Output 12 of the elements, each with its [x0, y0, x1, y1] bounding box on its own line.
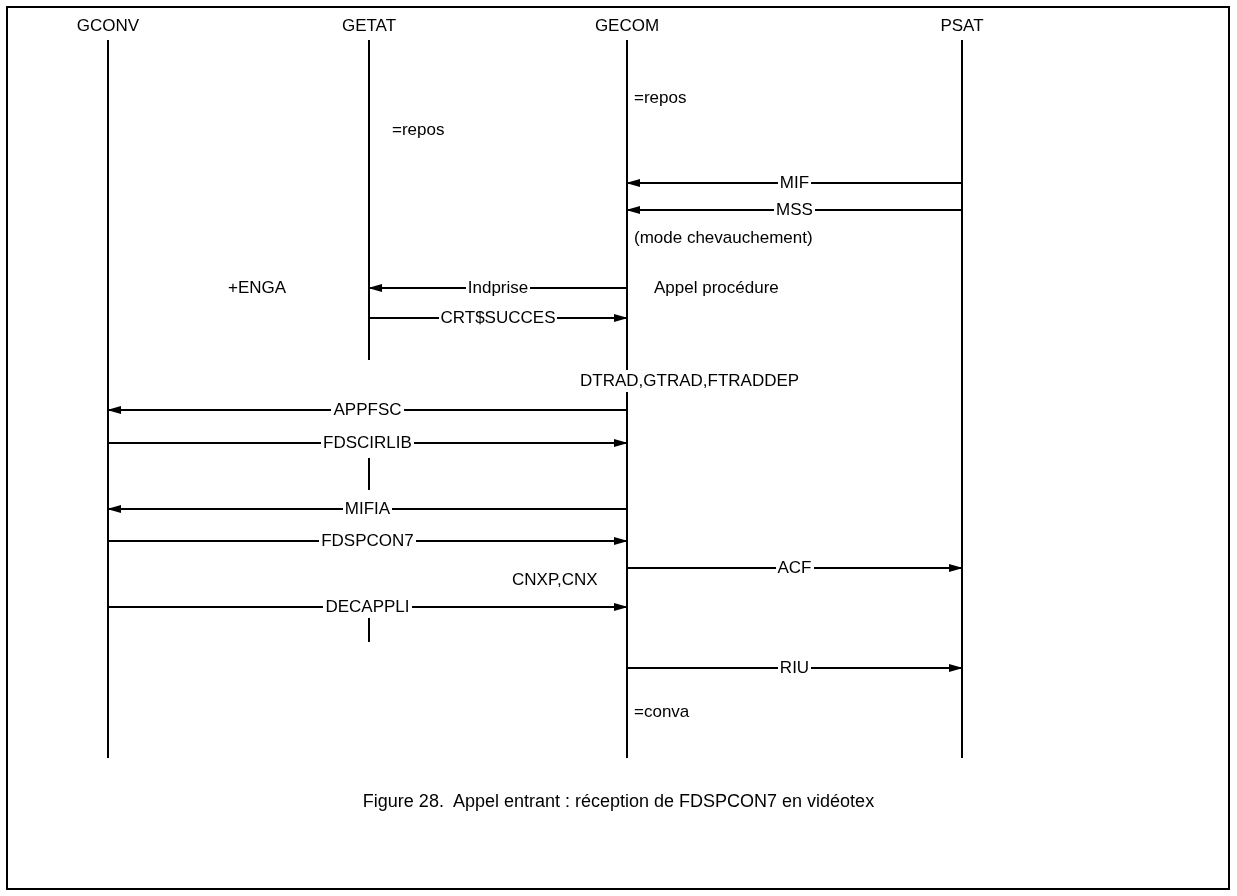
- message-arrow: [626, 206, 963, 214]
- lifeline-header: GCONV: [75, 16, 141, 36]
- edge-label: DECAPPLI: [323, 596, 412, 618]
- figure-caption: Figure 28. Appel entrant : réception de FDSPCON7 en vidéotex: [362, 790, 875, 813]
- message-arrow: [626, 564, 963, 572]
- message-arrow: [626, 179, 963, 187]
- message-arrow: [107, 505, 628, 513]
- lifeline-header: GECOM: [593, 16, 661, 36]
- lifeline-header: GETAT: [340, 16, 398, 36]
- lifeline-header: PSAT: [939, 16, 985, 36]
- annotation-text: DTRAD,GTRAD,FTRADDEP: [580, 370, 800, 392]
- message-arrow: [626, 664, 963, 672]
